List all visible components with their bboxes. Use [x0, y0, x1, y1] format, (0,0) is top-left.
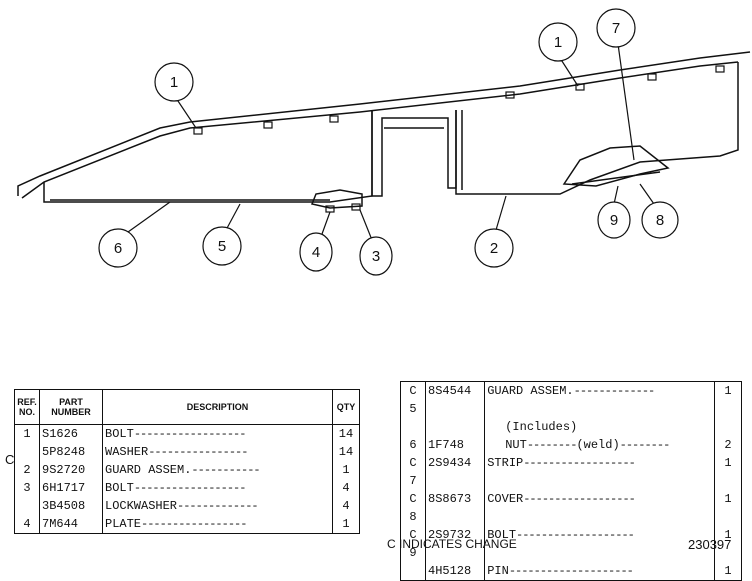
table-row: (Includes) [400, 418, 742, 436]
document-number: 230397 [688, 537, 732, 552]
header-part-number: PART NUMBER [39, 389, 103, 425]
bolt-heads [193, 65, 725, 213]
table-row: 1 S1626 BOLT------------------ 14 [14, 424, 360, 443]
change-mark: C [5, 452, 15, 467]
svg-text:3: 3 [372, 248, 380, 265]
header-qty: QTY [332, 389, 360, 425]
svg-text:2: 2 [490, 240, 498, 257]
header-description: DESCRIPTION [102, 389, 333, 425]
callout-1b [538, 22, 578, 62]
callout-1a [154, 62, 194, 102]
svg-text:6: 6 [114, 240, 122, 257]
callout-bubbles [98, 8, 679, 276]
callout-5 [202, 226, 242, 266]
callout-labels: 1 1 7 6 5 4 3 2 9 8 [114, 20, 664, 265]
callout-6 [98, 228, 138, 268]
table-row: 4H5128 PIN-------------------- 1 [400, 562, 742, 581]
svg-text:5: 5 [218, 238, 226, 255]
callout-9 [597, 201, 631, 239]
svg-text:8: 8 [656, 212, 664, 229]
svg-text:1: 1 [170, 74, 178, 91]
callout-7 [596, 8, 636, 48]
table-row: C 5 8S4544 GUARD ASSEM.------------- 1 [400, 381, 742, 418]
table-row: 4 7M644 PLATE----------------- 1 [14, 515, 360, 534]
header-ref-no: REF. NO. [14, 389, 40, 425]
callout-8 [641, 201, 679, 239]
table-row: 2 9S2720 GUARD ASSEM.----------- 1 [14, 461, 360, 479]
table-row: C 8 8S8673 COVER------------------ 1 [400, 490, 742, 526]
svg-text:1: 1 [554, 34, 562, 51]
callout-2 [474, 228, 514, 268]
table-header-row: REF. NO. PART NUMBER DESCRIPTION QTY [14, 389, 360, 425]
guard-assembly-diagram: 1 1 7 6 5 4 3 2 9 8 [17, 8, 751, 276]
table-row: 5P8248 WASHER---------------- 14 [14, 443, 360, 461]
table-row: 6 1F748 NUT--------(weld)-------- 2 [400, 436, 742, 454]
svg-text:7: 7 [612, 20, 620, 37]
svg-text:4: 4 [312, 244, 320, 261]
leader-lines [127, 43, 655, 241]
change-legend: C INDICATES CHANGE [387, 537, 517, 551]
guard-outline [17, 51, 751, 209]
table-row: C 9 2S9732 BOLT------------------- 1 [400, 526, 742, 562]
callout-3 [359, 236, 393, 276]
parts-table-left: REF. NO. PART NUMBER DESCRIPTION QTY 1 S… [14, 389, 360, 534]
table-row: 3B4508 LOCKWASHER------------- 4 [14, 497, 360, 515]
svg-text:9: 9 [610, 212, 618, 229]
table-row: 3 6H1717 BOLT------------------ 4 [14, 479, 360, 497]
callout-4 [299, 232, 333, 272]
table-row: C 7 2S9434 STRIP------------------ 1 [400, 454, 742, 490]
